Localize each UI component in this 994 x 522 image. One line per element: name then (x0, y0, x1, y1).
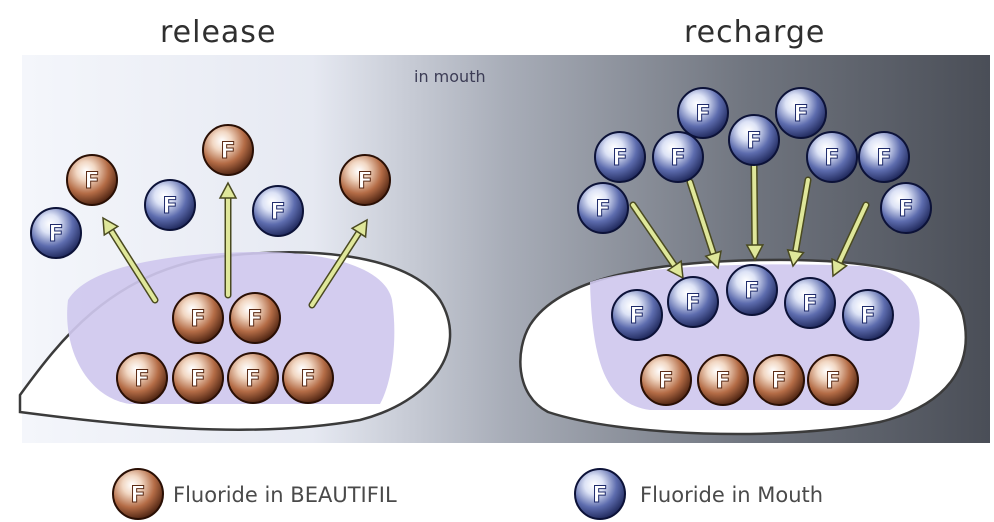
svg-text:F: F (612, 146, 627, 171)
fluoride-beautifil-ion: F (228, 353, 278, 403)
svg-text:F: F (860, 304, 875, 329)
svg-text:F: F (134, 367, 149, 392)
fluoride-mouth-ion: F (578, 183, 628, 233)
fluoride-mouth-ion: F (843, 290, 893, 340)
svg-text:F: F (658, 369, 673, 394)
svg-text:F: F (84, 169, 99, 194)
svg-text:F: F (220, 139, 235, 164)
fluoride-beautifil-ion: F (808, 355, 858, 405)
svg-text:F: F (190, 307, 205, 332)
fluoride-mouth-ion: F (807, 132, 857, 182)
recharge-title: recharge (684, 15, 825, 50)
svg-text:F: F (300, 367, 315, 392)
fluoride-mouth-ion: F (31, 208, 81, 258)
svg-text:F: F (825, 369, 840, 394)
svg-text:F: F (245, 367, 260, 392)
svg-text:F: F (592, 483, 607, 508)
fluoride-mouth-ion: F (668, 277, 718, 327)
svg-text:F: F (130, 483, 145, 508)
fluoride-mouth-ion: F (729, 115, 779, 165)
fluoride-mouth-ion: F (785, 278, 835, 328)
legend-beautifil-label: Fluoride in BEAUTIFIL (173, 483, 397, 507)
svg-text:F: F (162, 194, 177, 219)
fluoride-mouth-ion: F (612, 290, 662, 340)
legend-ball: F (575, 469, 625, 519)
svg-text:F: F (685, 291, 700, 316)
legend: F Fluoride in BEAUTIFIL F Fluoride in Mo… (113, 469, 823, 519)
fluoride-beautifil-ion: F (230, 293, 280, 343)
svg-text:F: F (670, 146, 685, 171)
fluoride-beautifil-ion: F (173, 293, 223, 343)
fluoride-mouth-ion: F (653, 132, 703, 182)
svg-text:F: F (629, 304, 644, 329)
legend-fluoride-mouth-icon: F (575, 469, 625, 519)
legend-ball: F (113, 469, 163, 519)
fluoride-beautifil-ion: F (67, 155, 117, 205)
svg-text:F: F (744, 279, 759, 304)
fluoride-beautifil-ion: F (203, 125, 253, 175)
svg-text:F: F (595, 197, 610, 222)
fluoride-beautifil-ion: F (117, 353, 167, 403)
svg-text:F: F (793, 102, 808, 127)
svg-text:F: F (270, 200, 285, 225)
fluoride-mouth-ion: F (253, 186, 303, 236)
svg-text:F: F (824, 146, 839, 171)
svg-text:F: F (771, 369, 786, 394)
svg-text:F: F (898, 197, 913, 222)
fluoride-beautifil-ion: F (754, 355, 804, 405)
fluoride-mouth-ion: F (595, 132, 645, 182)
fluoride-beautifil-ion: F (698, 355, 748, 405)
release-title: release (160, 15, 276, 50)
fluoride-mouth-ion: F (678, 88, 728, 138)
legend-mouth-label: Fluoride in Mouth (640, 483, 823, 507)
fluoride-mouth-ion: F (727, 265, 777, 315)
svg-text:F: F (357, 169, 372, 194)
svg-text:F: F (48, 222, 63, 247)
fluoride-mouth-ion: F (859, 132, 909, 182)
svg-text:F: F (695, 102, 710, 127)
fluoride-mouth-ion: F (145, 180, 195, 230)
svg-text:F: F (746, 129, 761, 154)
fluoride-beautifil-ion: F (641, 355, 691, 405)
svg-text:F: F (247, 307, 262, 332)
fluoride-mouth-ion: F (776, 88, 826, 138)
in-mouth-label: in mouth (414, 67, 486, 86)
legend-fluoride-beautifil-icon: F (113, 469, 163, 519)
svg-text:F: F (802, 292, 817, 317)
svg-text:F: F (715, 369, 730, 394)
fluoride-beautifil-ion: F (173, 353, 223, 403)
fluoride-beautifil-ion: F (340, 155, 390, 205)
svg-text:F: F (876, 146, 891, 171)
fluoride-beautifil-ion: F (283, 353, 333, 403)
fluoride-mouth-ion: F (881, 183, 931, 233)
svg-text:F: F (190, 367, 205, 392)
